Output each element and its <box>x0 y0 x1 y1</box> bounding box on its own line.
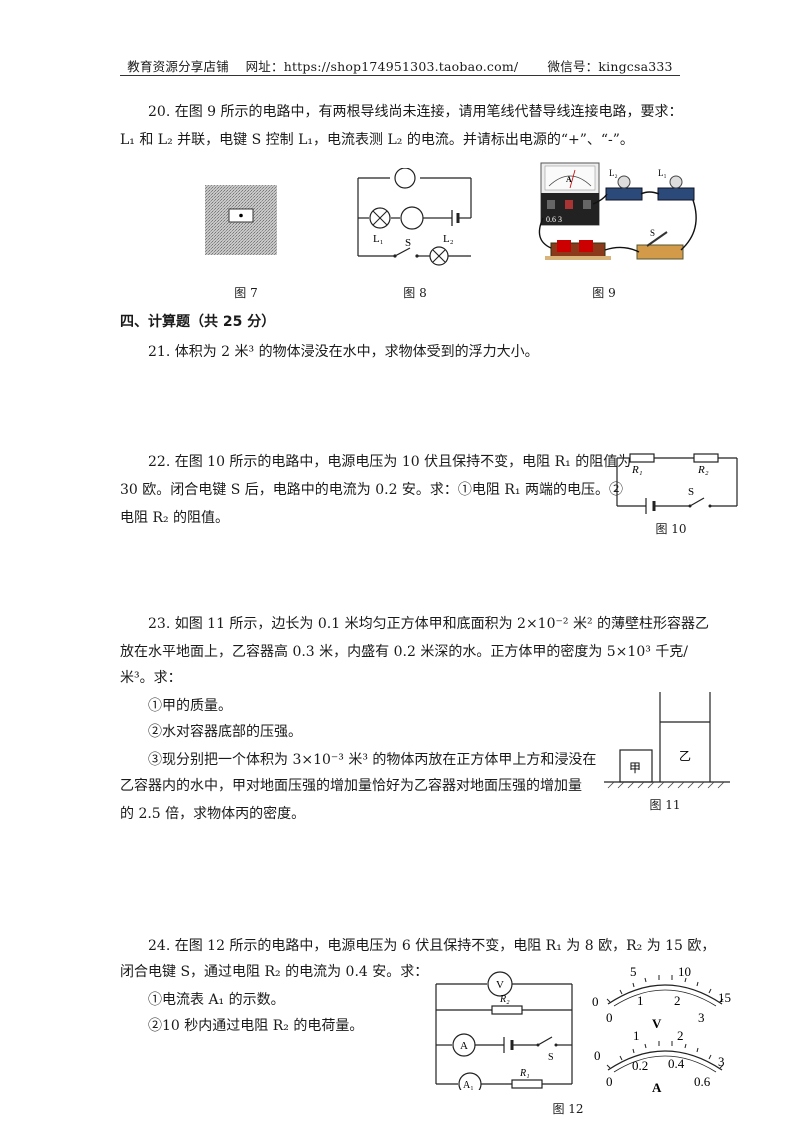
ammeter-inner-0: 0 <box>606 1074 613 1089</box>
fig9-label-l1: L₁ <box>658 168 667 178</box>
fig11-figure: 甲 乙 <box>604 692 730 789</box>
fig10-caption: 图 10 <box>655 522 687 536</box>
fig12-label-a1: A₁ <box>463 1080 474 1090</box>
fig11-label-jia: 甲 <box>629 761 641 775</box>
fig11-caption: 图 11 <box>649 798 681 812</box>
fig12-label-r2: R₂ <box>499 994 510 1005</box>
page-header: 教育资源分享店铺 网址：https://shop174951303.taobao… <box>120 56 680 75</box>
q22-line3: 电阻 R₂ 的阻值。 <box>120 510 230 526</box>
fig10-circuit: R₁ R₂ S <box>616 453 738 514</box>
q22-line1: 22. 在图 10 所示的电路中，电源电压为 10 伏且保持不变，电阻 R₁ 的… <box>148 454 632 470</box>
fig12-label-a: A <box>460 1040 468 1052</box>
ammeter-dial: 0 1 2 3 0 0.2 0.4 0.6 A <box>594 1030 725 1095</box>
q20-line1: 20. 在图 9 所示的电路中，有两根导线尚未连接，请用笔线代替导线连接电路，要… <box>148 104 683 120</box>
voltmeter-unit: V <box>652 1016 662 1031</box>
fig9-label-s: S <box>650 228 655 238</box>
ammeter-outer-2: 2 <box>677 1030 684 1043</box>
ammeter-outer-1: 1 <box>633 1030 640 1043</box>
fig8-label-l2: L₂ <box>443 233 454 245</box>
fig12-label-r1: R₁ <box>519 1068 530 1079</box>
header-url[interactable]: https://shop174951303.taobao.com/ <box>283 59 519 74</box>
q23-sub3c: 的 2.5 倍，求物体丙的密度。 <box>120 806 306 822</box>
q24-sub2: ②10 秒内通过电阻 R₂ 的电荷量。 <box>148 1018 364 1034</box>
fig12-label-s: S <box>548 1052 554 1063</box>
voltmeter-inner-1: 1 <box>637 993 644 1008</box>
header-divider <box>120 75 680 76</box>
fig7-caption: 图 7 <box>234 286 258 300</box>
q24-line1: 24. 在图 12 所示的电路中，电源电压为 6 伏且保持不变，电阻 R₁ 为 … <box>148 938 716 954</box>
fig9-caption: 图 9 <box>592 286 616 300</box>
q21-text: 21. 体积为 2 米³ 的物体浸没在水中，求物体受到的浮力大小。 <box>148 344 539 360</box>
fig8-label-s: S <box>405 237 411 249</box>
q24-line2: 闭合电键 S，通过电阻 R₂ 的电流为 0.4 安。求： <box>120 964 429 980</box>
fig9-label-l2: L₂ <box>609 168 618 178</box>
ammeter-inner-0-6: 0.6 <box>694 1074 711 1089</box>
voltmeter-outer-5: 5 <box>630 964 637 979</box>
fig12-caption: 图 12 <box>552 1102 584 1116</box>
voltmeter-outer-0: 0 <box>592 994 599 1009</box>
fig10-label-r2: R₂ <box>697 464 709 476</box>
fig8-label-l1: L₁ <box>373 233 384 245</box>
fig12-label-v: V <box>496 979 504 991</box>
q23-line2: 放在水平地面上，乙容器高 0.3 米，内盛有 0.2 米深的水。正方体甲的密度为… <box>120 644 689 660</box>
header-url-label: 网址： <box>245 59 284 74</box>
q23-sub3b: 乙容器内的水中，甲对地面压强的增加量恰好为乙容器对地面压强的增加量 <box>120 778 582 794</box>
fig10-label-s: S <box>688 486 694 498</box>
header-wechat-label: 微信号： <box>547 59 599 74</box>
fig11-label-yi: 乙 <box>679 749 691 763</box>
q23-sub2: ②水对容器底部的压强。 <box>148 724 302 740</box>
ammeter-outer-0: 0 <box>594 1048 601 1063</box>
fig9-label-a: A <box>566 175 572 184</box>
header-wechat: kingcsa333 <box>598 59 673 74</box>
voltmeter-dial: 0 5 10 15 0 1 2 3 V <box>592 964 731 1031</box>
fig9-apparatus: A 0.6 3 L₂ L₁ S <box>538 162 697 260</box>
voltmeter-inner-3: 3 <box>698 1010 705 1025</box>
voltmeter-inner-0: 0 <box>606 1010 613 1025</box>
q20-line2: L₁ 和 L₂ 并联，电键 S 控制 L₁，电流表测 L₂ 的电流。并请标出电源… <box>120 132 634 148</box>
ammeter-inner-0-4: 0.4 <box>668 1056 685 1071</box>
voltmeter-inner-2: 2 <box>674 993 681 1008</box>
q23-line3: 米³。求： <box>120 670 182 686</box>
ammeter-inner-0-2: 0.2 <box>632 1058 648 1073</box>
q23-sub3a: ③现分别把一个体积为 3×10⁻³ 米³ 的物体丙放在正方体甲上方和浸没在 <box>148 752 597 768</box>
q22-line2: 30 欧。闭合电键 S 后，电路中的电流为 0.2 安。求：①电阻 R₁ 两端的… <box>120 482 623 498</box>
voltmeter-outer-15: 15 <box>718 990 731 1005</box>
section4-title: 四、计算题（共 25 分） <box>120 314 276 330</box>
voltmeter-outer-10: 10 <box>678 964 691 979</box>
q24-sub1: ①电流表 A₁ 的示数。 <box>148 992 285 1008</box>
q23-line1: 23. 如图 11 所示，边长为 0.1 米均匀正方体甲和底面积为 2×10⁻²… <box>148 616 710 632</box>
fig10-label-r1: R₁ <box>631 464 643 476</box>
ammeter-unit: A <box>652 1080 662 1095</box>
header-shop: 教育资源分享店铺 <box>127 59 229 74</box>
fig8-circuit: L₁ S L₂ <box>357 168 472 266</box>
q23-sub1: ①甲的质量。 <box>148 698 232 714</box>
fig9-label-scale: 0.6 3 <box>546 215 562 224</box>
fig7-figure <box>205 185 277 255</box>
fig12-circuit: V R₂ A S A₁ R₁ <box>435 971 573 1090</box>
fig8-caption: 图 8 <box>403 286 427 300</box>
ammeter-outer-3: 3 <box>718 1054 725 1069</box>
